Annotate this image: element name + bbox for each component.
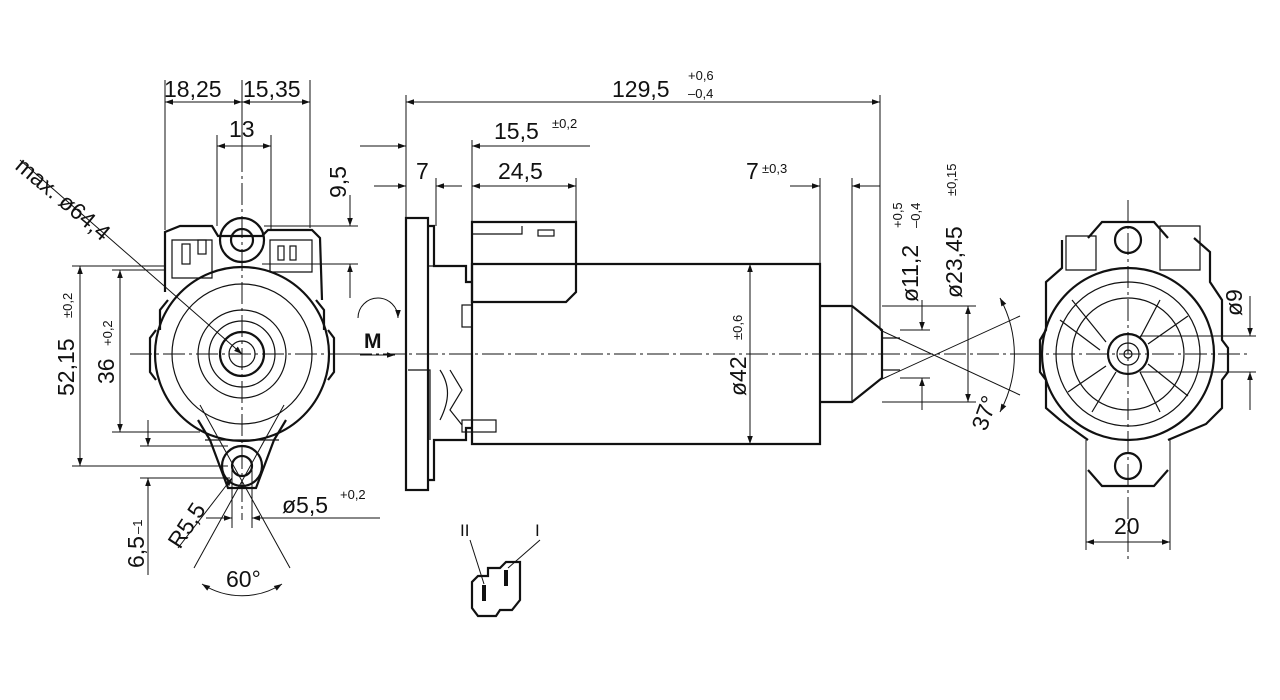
front-view-left: 18,25 15,35 13 9,5 max. ø64,4 52,15 ±0,2… [11,76,380,597]
dim-11-2: ø11,2 [897,245,923,302]
dim-60: 60° [226,566,261,592]
dim-13: 13 [229,116,255,142]
dim-total-tol-dn: –0,4 [688,86,713,101]
dim-15-5-tol: ±0,2 [552,116,577,131]
terminal-ii-label: II [460,521,469,540]
dim-total-tol-up: +0,6 [688,68,714,83]
dim-7b: 7 [746,158,759,184]
dim-9-5: 9,5 [325,166,351,198]
dim-6-5-tol: –1 [130,520,145,534]
dim-hole: ø5,5 [282,492,328,518]
dim-42: ø42 [725,356,751,396]
dim-52-15-tol: ±0,2 [60,293,75,318]
dim-hole-tol: +0,2 [340,487,366,502]
dim-6-5: 6,5 [123,536,149,568]
dim-7b-tol: ±0,3 [762,161,787,176]
motor-label: M [364,330,382,353]
dim-top-left: 18,25 [164,76,222,102]
dim-52-15: 52,15 [53,338,79,396]
dim-11-2-tol-up: +0,5 [890,202,905,228]
terminal-i-label: I [535,521,540,540]
dim-24-5: 24,5 [498,158,543,184]
dim-23-45-tol: ±0,15 [944,164,959,196]
dim-42-tol: ±0,6 [730,315,745,340]
dim-9: ø9 [1221,289,1247,316]
dim-max-dia: max. ø64,4 [11,152,116,246]
dim-20: 20 [1114,513,1140,539]
dim-r5-5: R5,5 [162,498,210,553]
dim-top-right: 15,35 [243,76,301,102]
dim-37: 37° [966,392,1002,434]
side-view: M 129,5 +0,6 –0,4 15,5 [350,68,1030,492]
dim-36: 36 [93,358,119,384]
dim-11-2-tol-dn: –0,4 [908,203,923,228]
terminal-symbol: II I [460,521,541,618]
dim-7: 7 [416,158,429,184]
dim-15-5: 15,5 [494,118,539,144]
dim-total: 129,5 [612,76,670,102]
dim-23-45: ø23,45 [941,226,967,298]
dim-36-tol: +0,2 [100,320,115,346]
rear-view-right: ø9 20 [1020,200,1256,560]
